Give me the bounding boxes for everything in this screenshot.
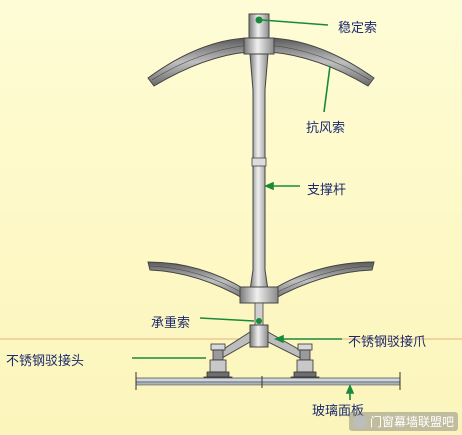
upper-wing <box>147 37 375 87</box>
watermark: 门窗幕墙联盟吧 <box>348 412 458 431</box>
label-stabilizer-cable: 稳定索 <box>338 21 378 36</box>
leader-strut-arrow <box>263 181 274 191</box>
glass-panel <box>135 372 401 390</box>
upper-collar <box>243 37 275 55</box>
label-ss-connector: 不锈钢驳接头 <box>6 354 85 369</box>
label-wind-cable: 抗风索 <box>306 121 346 136</box>
leader-load <box>199 317 255 322</box>
label-load-cable: 承重索 <box>151 316 191 331</box>
mid-joint <box>251 157 267 167</box>
lower-wing <box>147 261 375 301</box>
leader-stabilizer <box>261 19 329 26</box>
ss-spider-fitting <box>221 324 301 359</box>
label-ss-spider: 不锈钢驳接爪 <box>348 335 427 350</box>
top-anchor-dot <box>255 16 263 24</box>
lower-collar <box>239 286 279 304</box>
load-anchor-dot <box>256 318 262 324</box>
leader-wind <box>323 65 331 113</box>
strut-mast <box>249 53 269 291</box>
watermark-text: 门窗幕墙联盟吧 <box>369 415 454 429</box>
leader-glass-arrow <box>345 383 355 394</box>
label-glass-panel: 玻璃面板 <box>312 404 365 419</box>
wechat-logo-icon <box>352 414 367 429</box>
label-strut: 支撑杆 <box>307 183 347 198</box>
leader-spider-arrow <box>273 334 284 344</box>
